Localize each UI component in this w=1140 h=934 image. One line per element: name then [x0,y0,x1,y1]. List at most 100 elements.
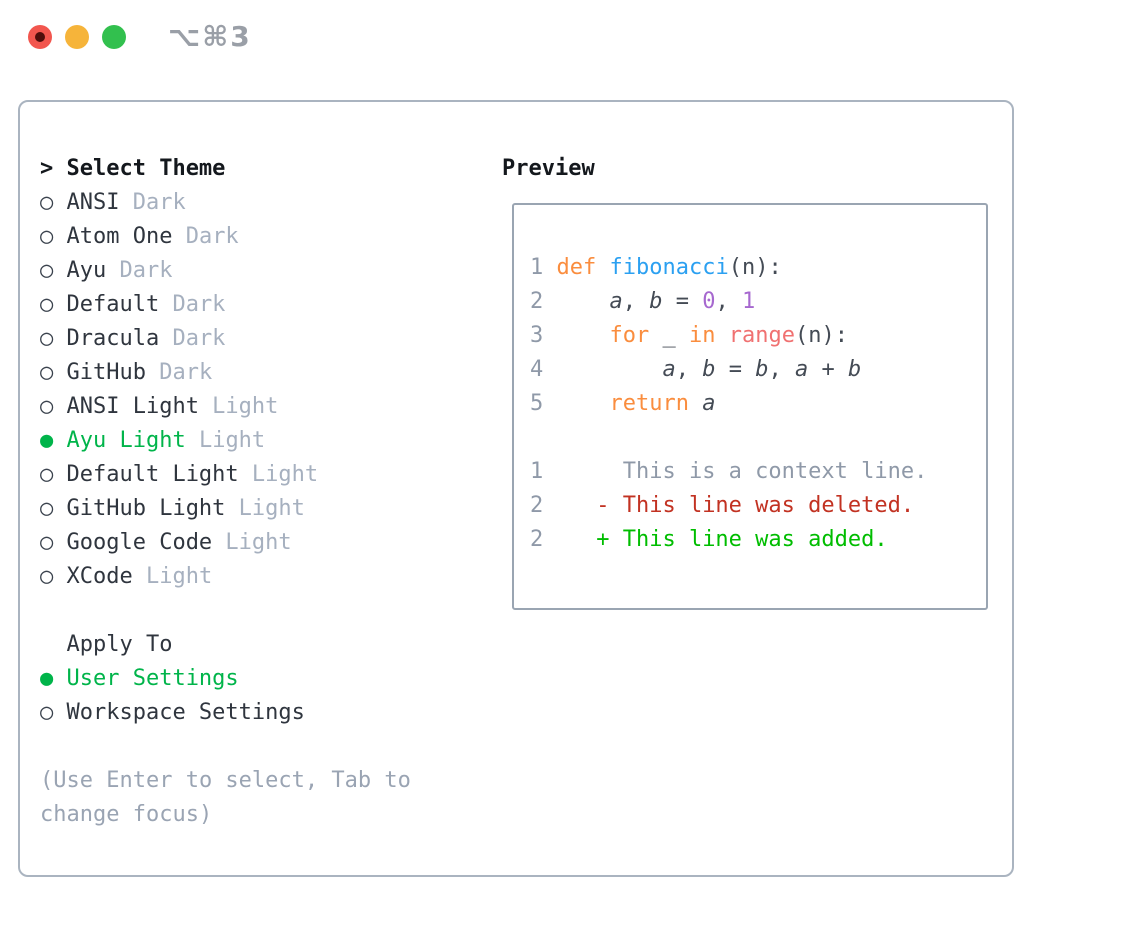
radio-unselected-icon: ○ [40,292,54,317]
window-shortcut-label: ⌥⌘3 [168,20,252,53]
hint-text: (Use Enter to select, Tab to change focus… [40,764,490,832]
select-theme-heading: >Select Theme [40,152,490,186]
theme-option[interactable]: ○ Dracula Dark [40,322,490,356]
theme-option[interactable]: ○XCode Light [40,560,490,594]
theme-variant-label: Dark [159,292,226,317]
titlebar: ⌥⌘3 [0,0,1140,74]
theme-option[interactable]: ○Default Light Light [40,458,490,492]
theme-option-label: GitHub [66,360,146,385]
prompt-marker-icon: > [40,156,54,181]
theme-list: ○ANSI Dark○Atom One Dark○Ayu Dark○Defaul… [40,186,490,594]
code-token: b [649,289,663,314]
code-token: b [847,357,862,382]
theme-variant-label: Light [225,496,305,521]
theme-option-label: Default [66,292,160,317]
code-line: 1 def fibonacci(n): [530,251,986,285]
code-token: a [662,357,676,382]
apply-to-list: ● User Settings ○ Workspace Settings [40,662,490,730]
hint-line: (Use Enter to select, Tab to [40,768,411,793]
theme-option[interactable]: ○GitHub Light Light [40,492,490,526]
code-token [557,289,610,314]
radio-unselected-icon: ○ [40,326,54,351]
code-token [715,323,728,348]
theme-option-label: Dracula [66,326,160,351]
theme-option[interactable]: ○Google Code Light [40,526,490,560]
radio-unselected-icon: ○ [40,700,54,725]
radio-unselected-icon: ○ [40,564,54,589]
code-token: a [794,357,809,382]
code-token: , [622,289,650,314]
code-token: + This line was added. [543,527,888,552]
apply-option[interactable]: ● User Settings [40,662,490,696]
radio-unselected-icon: ○ [40,530,54,555]
theme-option-label: XCode [66,564,133,589]
theme-option-label: Ayu [66,258,107,283]
code-token: _ [649,323,689,348]
theme-option-label: ANSI Light [66,394,199,419]
theme-variant-label: Dark [159,326,226,351]
code-token: 5 [530,391,557,416]
code-token [557,391,610,416]
code-token: in [688,323,716,348]
apply-option[interactable]: ○ Workspace Settings [40,696,490,730]
theme-variant-label: Dark [106,258,173,283]
list-gap [40,730,490,764]
code-token: 2 [530,527,544,552]
code-token: This is a context line. [543,459,928,484]
close-button[interactable] [28,25,52,49]
apply-option-label: User Settings [66,666,239,691]
theme-variant-label: Light [198,394,279,419]
code-token: , [675,357,703,382]
radio-unselected-icon: ○ [40,360,54,385]
theme-option[interactable]: ○ Default Dark [40,288,490,322]
code-token: return [609,391,689,416]
theme-option[interactable]: ○ANSI Dark [40,186,490,220]
theme-option-label: Google Code [66,530,213,555]
radio-unselected-icon: ○ [40,394,54,419]
code-line: 2 - This line was deleted. [530,489,986,523]
code-line: 4 a, b = b, a + b [530,353,986,387]
code-token: + [808,357,848,382]
theme-variant-label: Light [238,462,319,487]
theme-option-label: ANSI [66,190,120,215]
code-token [689,391,702,416]
code-token [557,357,663,382]
code-line: 3 for _ in range(n): [530,319,986,353]
theme-variant-label: Dark [145,360,213,385]
code-token: a [609,289,623,314]
radio-selected-icon: ● [40,666,54,691]
code-line: 2 + This line was added. [530,523,986,557]
theme-option[interactable]: ○Ayu Dark [40,254,490,288]
hint-line: change focus) [40,802,213,827]
theme-option[interactable]: ○ GitHub Dark [40,356,490,390]
code-token: def [556,255,597,280]
theme-option[interactable]: ●Ayu Light Light [40,424,490,458]
apply-option-label: Workspace Settings [66,700,305,725]
code-token [596,255,609,280]
code-token: (n): [728,255,782,280]
code-token: a [702,391,716,416]
preview-heading: Preview [502,156,595,181]
zoom-button[interactable] [102,25,126,49]
code-token: 4 [530,357,557,382]
code-line: 2 a, b = 0, 1 [530,285,986,319]
theme-settings-panel: >Select Theme ○ANSI Dark○Atom One Dark○A… [18,100,1014,877]
code-token: , [768,357,795,382]
code-token: 1 [741,289,756,314]
theme-option[interactable]: ○ ANSI Light Light [40,390,490,424]
code-token: - This line was deleted. [543,493,915,518]
minimize-button[interactable] [65,25,89,49]
code-line: 5 return a [530,387,986,421]
theme-variant-label: Dark [172,224,239,249]
code-token: 2 [530,493,544,518]
radio-unselected-icon: ○ [40,496,54,521]
code-token: 2 [530,289,557,314]
theme-option[interactable]: ○Atom One Dark [40,220,490,254]
close-dot-icon [35,32,45,42]
radio-selected-icon: ● [40,428,54,453]
list-gap [40,594,490,628]
apply-to-heading: Apply To [66,632,173,657]
code-token: b [702,357,716,382]
